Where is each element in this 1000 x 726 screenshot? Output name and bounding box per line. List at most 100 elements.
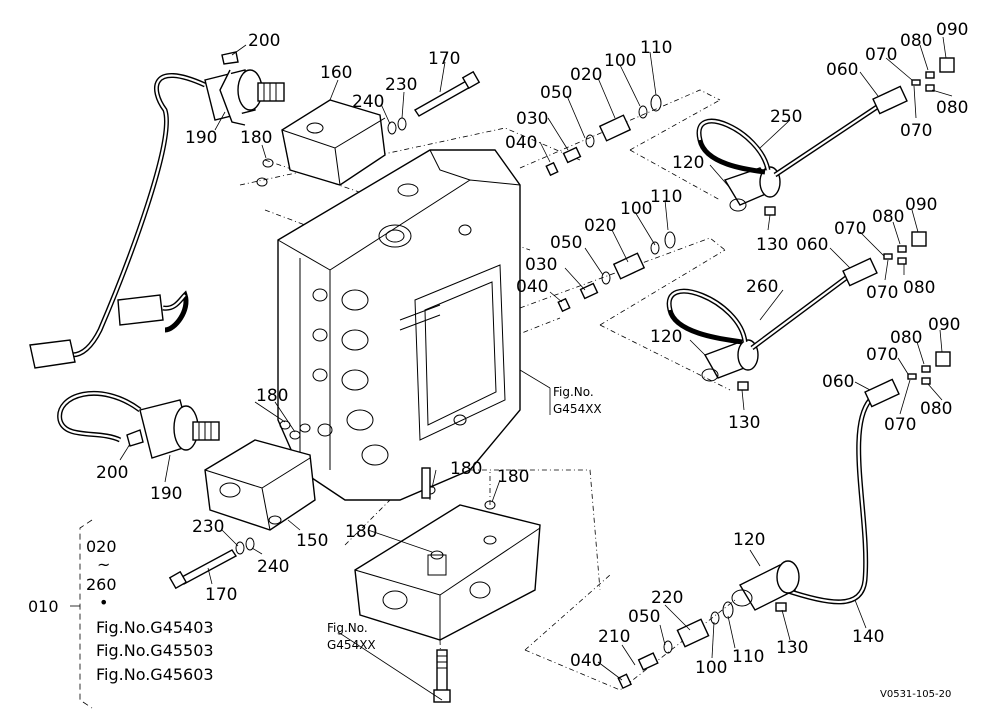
o-ring-180-lower-c xyxy=(430,550,444,560)
label-080-e: 080 xyxy=(890,328,922,348)
valve-body-160 xyxy=(281,99,386,186)
label-070-a: 070 xyxy=(865,45,897,65)
screw-130-c xyxy=(775,602,787,612)
valve-body-150 xyxy=(204,439,316,531)
label-110-lower: 110 xyxy=(732,647,764,667)
label-220: 220 xyxy=(651,588,683,608)
legend-bullet: • xyxy=(99,593,108,612)
label-040-upper: 040 xyxy=(505,133,537,153)
legend-range-start: 020 xyxy=(86,537,117,556)
label-120-lower: 120 xyxy=(733,530,765,550)
label-040-lower: 040 xyxy=(570,651,602,671)
bolt-lower-bracket xyxy=(433,649,451,703)
wire-harness-upper xyxy=(29,73,207,369)
legend-range-sep: ~ xyxy=(97,555,110,574)
label-180-upper: 180 xyxy=(240,128,272,148)
label-090-b: 090 xyxy=(905,195,937,215)
assembly-legend: 010 020 ~ 260 • Fig.No.G45403 Fig.No.G45… xyxy=(28,519,214,709)
solenoid-coil-260 xyxy=(666,257,878,382)
label-050-upper: 050 xyxy=(540,83,572,103)
label-080-b: 080 xyxy=(936,98,968,118)
figure-ref-bottom-title: Fig.No. xyxy=(327,621,368,635)
washer-230-lower xyxy=(235,541,245,555)
screw-200-upper xyxy=(221,51,239,65)
label-180-lower-b: 180 xyxy=(497,467,529,487)
label-110-upper: 110 xyxy=(640,38,672,58)
label-020-middle: 020 xyxy=(584,216,616,236)
drawing-code: V0531-105-20 xyxy=(880,689,951,700)
label-140: 140 xyxy=(852,627,884,647)
label-230-lower: 230 xyxy=(192,517,224,537)
label-230-upper: 230 xyxy=(385,75,417,95)
label-260: 260 xyxy=(746,277,778,297)
spool-assembly-upper xyxy=(545,94,662,177)
label-030-middle: 030 xyxy=(525,255,557,275)
label-160: 160 xyxy=(320,63,352,83)
label-050-lower: 050 xyxy=(628,607,660,627)
legend-range-end: 260 xyxy=(86,575,117,594)
o-ring-180-upper-b xyxy=(256,177,268,187)
pin-080-f xyxy=(921,377,931,385)
figure-ref-bottom: Fig.No. G454XX xyxy=(327,621,376,652)
label-060-a: 060 xyxy=(826,60,858,80)
bolt-170-lower xyxy=(168,549,238,590)
legend-fig-3: Fig.No.G45603 xyxy=(96,665,214,684)
label-200-upper: 200 xyxy=(248,31,280,51)
bolt-170-upper xyxy=(413,70,481,117)
figure-ref-right-code: G454XX xyxy=(553,402,602,416)
label-080-f: 080 xyxy=(920,399,952,419)
o-ring-180-mid-c xyxy=(299,423,311,433)
label-240-lower: 240 xyxy=(257,557,289,577)
label-180-lower-c: 180 xyxy=(345,522,377,542)
wire-harness-lower xyxy=(57,390,142,443)
label-080-d: 080 xyxy=(903,278,935,298)
pin-070-a xyxy=(911,79,921,86)
label-120-middle: 120 xyxy=(650,327,682,347)
label-080-c: 080 xyxy=(872,207,904,227)
label-070-f: 070 xyxy=(884,415,916,435)
label-190-lower: 190 xyxy=(150,484,182,504)
washer-240-lower xyxy=(245,537,255,551)
label-200-lower: 200 xyxy=(96,463,128,483)
solenoid-valve-lower-left xyxy=(139,399,220,459)
label-030-upper: 030 xyxy=(516,109,548,129)
label-060-c: 060 xyxy=(822,372,854,392)
connector-090-b xyxy=(911,231,927,247)
label-090-c: 090 xyxy=(928,315,960,335)
washer-240-upper xyxy=(387,121,397,135)
leader-lines xyxy=(119,36,953,701)
label-130-middle: 130 xyxy=(728,413,760,433)
label-100-lower: 100 xyxy=(695,658,727,678)
label-080-a: 080 xyxy=(900,31,932,51)
figure-ref-right-title: Fig.No. xyxy=(553,385,594,399)
pin-080-e xyxy=(921,365,931,373)
solenoid-coil-250 xyxy=(696,85,908,212)
label-100-upper: 100 xyxy=(604,51,636,71)
label-070-d: 070 xyxy=(866,283,898,303)
spool-assembly-middle xyxy=(557,231,676,313)
o-ring-180-lower-b xyxy=(484,500,496,510)
label-100-middle: 100 xyxy=(620,199,652,219)
spool-assembly-lower xyxy=(617,601,734,690)
o-ring-180-upper-a xyxy=(262,158,274,168)
solenoid-coil-120-lower xyxy=(731,560,800,611)
label-050-middle: 050 xyxy=(550,233,582,253)
legend-fig-1: Fig.No.G45403 xyxy=(96,618,214,637)
label-070-b: 070 xyxy=(900,121,932,141)
label-070-c: 070 xyxy=(834,219,866,239)
pin-080-a xyxy=(925,71,935,79)
label-170-upper: 170 xyxy=(428,49,460,69)
o-ring-180-mid-b xyxy=(289,430,301,440)
label-170-lower: 170 xyxy=(205,585,237,605)
screw-200-lower xyxy=(126,429,144,447)
wire-harness-140 xyxy=(784,378,900,605)
figure-ref-right: Fig.No. G454XX xyxy=(553,385,602,416)
label-190-upper: 190 xyxy=(185,128,217,148)
label-090-a: 090 xyxy=(936,20,968,40)
label-130-lower: 130 xyxy=(776,638,808,658)
part-labels: 200 160 170 230 240 190 180 110 100 020 … xyxy=(96,20,968,678)
figure-ref-bottom-code: G454XX xyxy=(327,638,376,652)
label-060-b: 060 xyxy=(796,235,828,255)
label-130-upper: 130 xyxy=(756,235,788,255)
